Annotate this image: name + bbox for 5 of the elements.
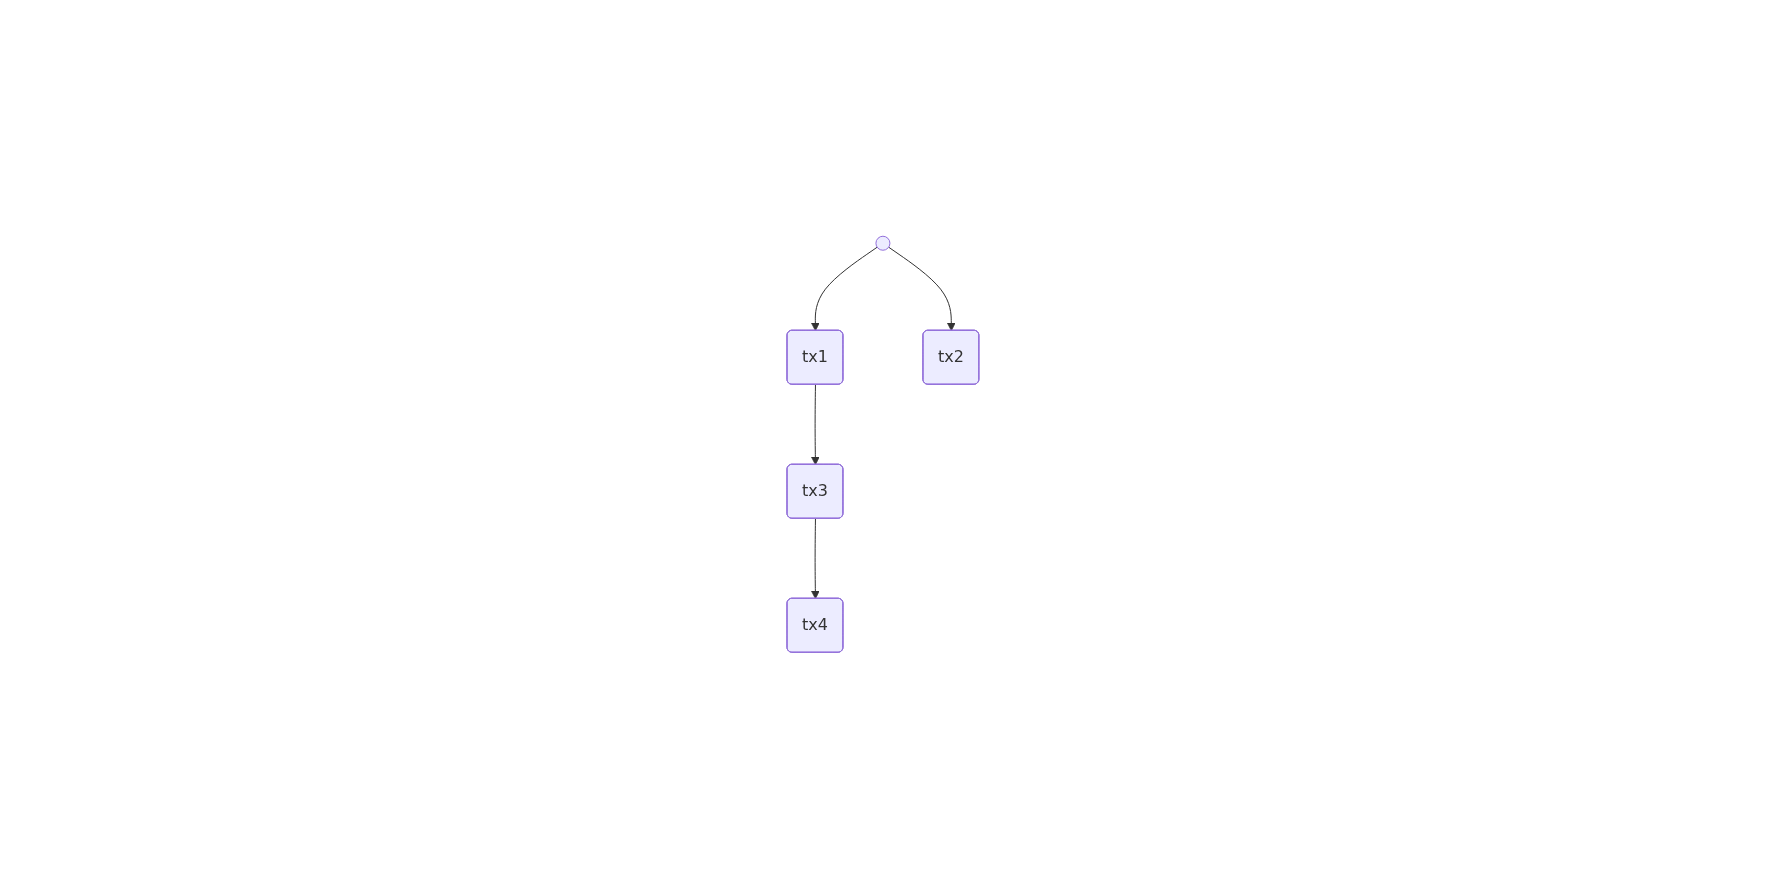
node-circle bbox=[875, 235, 891, 251]
arrow bbox=[811, 246, 878, 331]
arrow bbox=[888, 246, 956, 331]
arrow bbox=[811, 518, 820, 599]
arrow bbox=[811, 384, 820, 465]
